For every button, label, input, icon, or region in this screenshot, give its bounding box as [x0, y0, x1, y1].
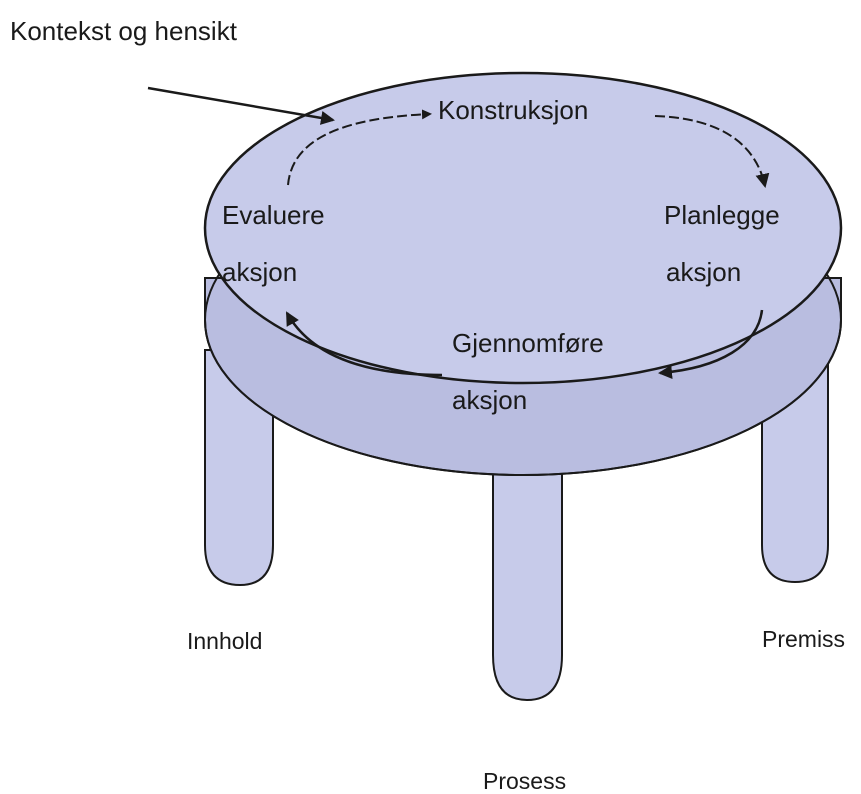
cycle-label-plan-1: Planlegge: [664, 202, 780, 228]
leg-label-content: Innhold: [187, 630, 262, 653]
cycle-label-evaluate-1: Evaluere: [222, 202, 325, 228]
leg-label-process: Prosess: [483, 770, 566, 793]
cycle-label-construct: Konstruksjon: [438, 97, 588, 123]
context-label: Kontekst og hensikt: [10, 18, 237, 44]
context-arrow: [148, 88, 333, 120]
cycle-label-plan-2: aksjon: [666, 259, 741, 285]
leg-label-premise: Premiss: [762, 628, 845, 651]
cycle-label-evaluate-2: aksjon: [222, 259, 297, 285]
cycle-label-execute-2: aksjon: [452, 387, 527, 413]
cycle-label-execute-1: Gjennomføre: [452, 330, 604, 356]
